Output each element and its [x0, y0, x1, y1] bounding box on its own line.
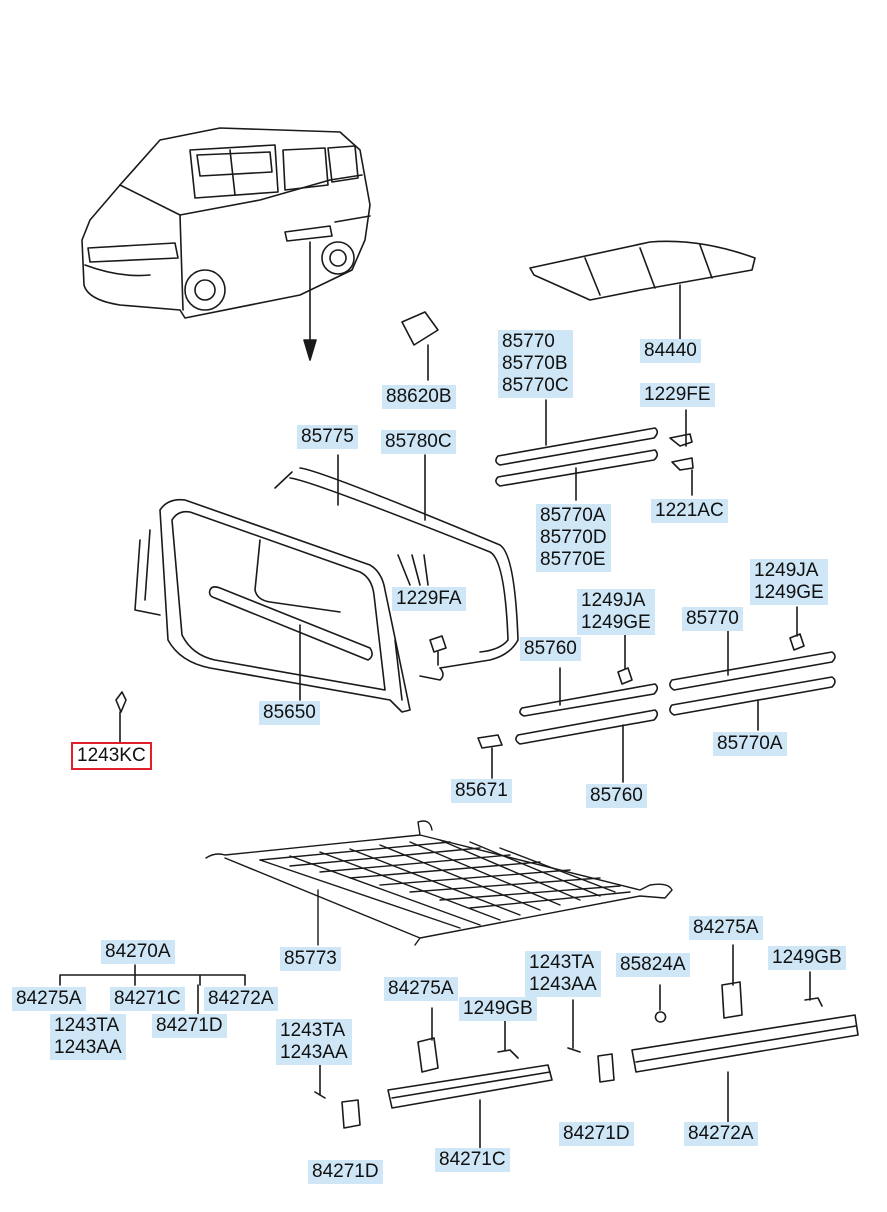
part-label-1221AC[interactable]: 1221AC [651, 499, 728, 523]
part-label-85650[interactable]: 85650 [259, 701, 320, 725]
part-label-85780C[interactable]: 85780C [381, 430, 456, 454]
cargo-net [205, 820, 673, 946]
screw-icon [115, 691, 127, 713]
part-label-84270A[interactable]: 84270A [101, 940, 175, 964]
van-illustration [81, 127, 371, 361]
part-label-1249JA-1249GE-b[interactable]: 1249JA 1249GE [750, 559, 828, 605]
part-label-1249GB-b[interactable]: 1249GB [768, 946, 846, 970]
part-label-85760-b[interactable]: 85760 [586, 784, 647, 808]
part-label-84275A-a[interactable]: 84275A [12, 987, 86, 1011]
part-label-84271D-a[interactable]: 84271D [152, 1014, 227, 1038]
part-label-84272A-a[interactable]: 84272A [204, 987, 278, 1011]
trim-strip [669, 676, 836, 716]
part-label-1243TA-1243AA-b[interactable]: 1243TA 1243AA [276, 1019, 352, 1065]
part-label-84275A-c[interactable]: 84275A [689, 916, 763, 940]
trim-strip [495, 449, 659, 487]
rear-window-frame [134, 454, 519, 713]
trim-cover [401, 311, 439, 346]
part-label-84271C-b[interactable]: 84271C [435, 1148, 510, 1172]
part-label-84272A-b[interactable]: 84272A [684, 1122, 758, 1146]
part-label-85775[interactable]: 85775 [297, 425, 358, 449]
part-label-88620B[interactable]: 88620B [382, 385, 456, 409]
part-label-1229FA[interactable]: 1229FA [392, 587, 466, 611]
roof-trim-panel [529, 240, 756, 341]
part-label-1249JA-1249GE-a[interactable]: 1249JA 1249GE [577, 589, 655, 635]
part-label-84275A-b[interactable]: 84275A [384, 977, 458, 1001]
part-label-84271D-c[interactable]: 84271D [559, 1122, 634, 1146]
part-label-1229FE[interactable]: 1229FE [640, 383, 715, 407]
part-label-85824A[interactable]: 85824A [616, 953, 690, 977]
part-label-1243KC[interactable]: 1243KC [71, 742, 152, 770]
trim-strip [519, 683, 659, 717]
trim-strip [495, 427, 659, 466]
part-label-84271C-a[interactable]: 84271C [110, 987, 185, 1011]
part-label-84440[interactable]: 84440 [640, 339, 701, 363]
part-label-85773[interactable]: 85773 [280, 947, 341, 971]
part-label-85770A-b[interactable]: 85770A [713, 732, 787, 756]
part-label-85770A-group[interactable]: 85770A 85770D 85770E [536, 504, 611, 572]
part-label-84271D-b[interactable]: 84271D [308, 1160, 383, 1184]
trim-strip [669, 651, 836, 691]
part-label-85770-group[interactable]: 85770 85770B 85770C [498, 330, 573, 398]
bracket-rail-assembly [59, 944, 859, 1149]
part-label-1249GB-a[interactable]: 1249GB [459, 997, 537, 1021]
part-label-1243TA-1243AA-c[interactable]: 1243TA 1243AA [525, 951, 601, 997]
part-label-85760-a[interactable]: 85760 [520, 637, 581, 661]
part-label-1243TA-1243AA-a[interactable]: 1243TA 1243AA [50, 1014, 126, 1060]
trim-strip [515, 709, 659, 745]
part-label-85770-b[interactable]: 85770 [682, 607, 743, 631]
part-label-85671[interactable]: 85671 [451, 779, 512, 803]
